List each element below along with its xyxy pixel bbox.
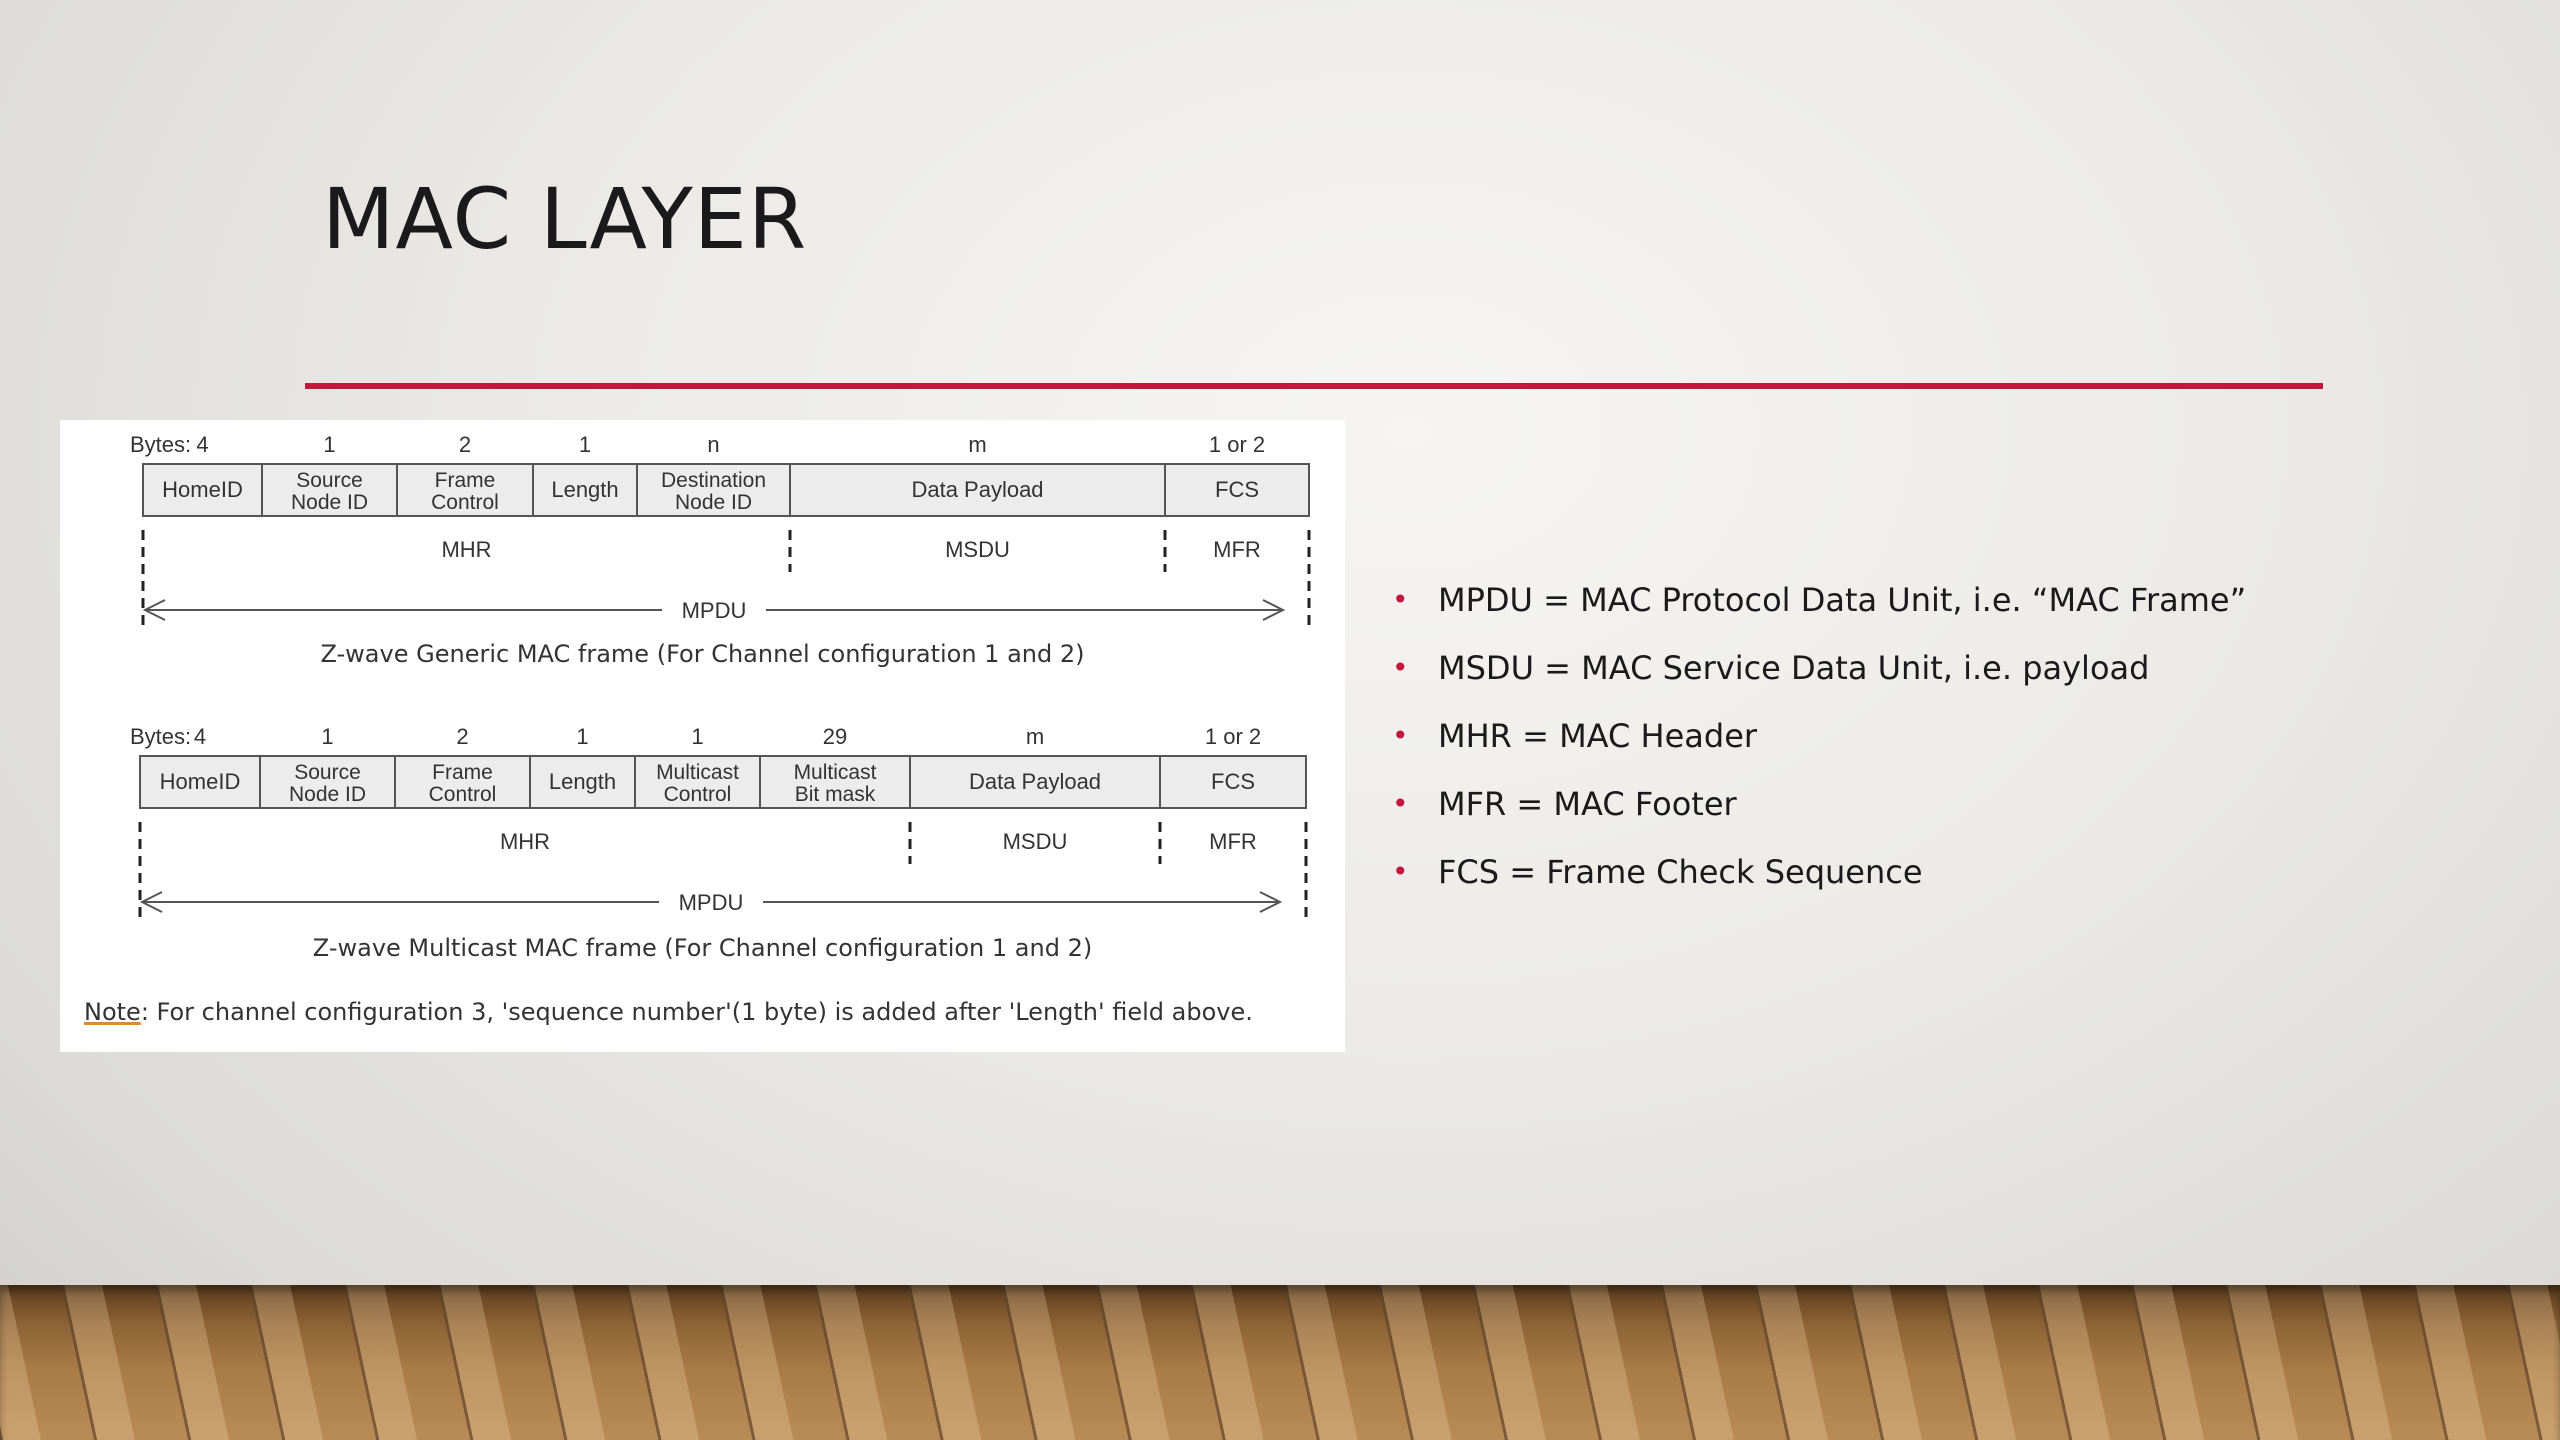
field-byte-size: m xyxy=(1026,724,1044,749)
frame-field-box xyxy=(394,755,531,809)
arrow-left-icon xyxy=(139,891,163,913)
generic-frame-caption: Z-wave Generic MAC frame (For Channel co… xyxy=(320,640,1085,668)
field-label: Source xyxy=(294,761,361,784)
wood-floor-background xyxy=(0,1285,2560,1440)
field-byte-size: 1 or 2 xyxy=(1205,724,1261,749)
definition-item: • MHR = MAC Header xyxy=(1388,706,2246,774)
field-label: Length xyxy=(551,477,618,502)
field-label: FCS xyxy=(1211,769,1255,794)
field-byte-size: n xyxy=(707,432,719,457)
slide-title: MAC LAYER xyxy=(322,170,808,268)
arrow-right-icon xyxy=(1259,891,1283,913)
field-label: Node ID xyxy=(291,491,368,514)
title-divider xyxy=(305,383,2323,389)
field-label: Node ID xyxy=(675,491,752,514)
definition-item: • FCS = Frame Check Sequence xyxy=(1388,842,2246,910)
arrow-left-icon xyxy=(142,599,166,621)
field-byte-size: 2 xyxy=(456,724,468,749)
field-label: HomeID xyxy=(162,477,243,502)
bytes-label: Bytes: xyxy=(130,432,191,457)
field-label: Data Payload xyxy=(969,769,1101,794)
field-byte-size: 2 xyxy=(459,432,471,457)
field-byte-size: 1 xyxy=(576,724,588,749)
field-label: Source xyxy=(296,469,363,492)
frame-field-box xyxy=(261,463,398,517)
definition-text: MFR = MAC Footer xyxy=(1438,785,1737,823)
field-byte-size: 1 or 2 xyxy=(1209,432,1265,457)
multicast-frame-caption: Z-wave Multicast MAC frame (For Channel … xyxy=(312,934,1093,962)
field-byte-size: 4 xyxy=(194,724,206,749)
bullet-icon: • xyxy=(1392,651,1409,684)
field-label: Control xyxy=(664,783,732,806)
frame-field-box xyxy=(1159,755,1307,809)
definition-list: • MPDU = MAC Protocol Data Unit, i.e. “MA… xyxy=(1388,570,2246,910)
field-label: Multicast xyxy=(794,761,877,784)
section-group-label: MHR xyxy=(441,537,491,562)
frame-field-box xyxy=(142,463,263,517)
frame-field-box xyxy=(139,755,261,809)
mpdu-span-label: MPDU xyxy=(679,890,744,915)
field-label: Control xyxy=(429,783,497,806)
field-label: HomeID xyxy=(160,769,241,794)
note-text: : For channel configuration 3, 'sequence… xyxy=(140,998,1253,1026)
field-label: Destination xyxy=(661,469,766,492)
arrow-right-icon xyxy=(1262,599,1286,621)
field-byte-size: 1 xyxy=(579,432,591,457)
frame-field-box xyxy=(789,463,1166,517)
frame-field-box xyxy=(634,755,761,809)
bullet-icon: • xyxy=(1392,583,1409,616)
note-label: Note xyxy=(84,998,141,1026)
definition-item: • MSDU = MAC Service Data Unit, i.e. payl… xyxy=(1388,638,2246,706)
channel-note: Note: For channel configuration 3, 'sequ… xyxy=(84,998,1253,1026)
section-group-label: MSDU xyxy=(1003,829,1068,854)
definition-text: MHR = MAC Header xyxy=(1438,717,1758,755)
frame-field-box xyxy=(396,463,534,517)
field-byte-size: 1 xyxy=(321,724,333,749)
frame-field-box xyxy=(759,755,911,809)
field-label: Length xyxy=(549,769,616,794)
field-byte-size: 4 xyxy=(196,432,208,457)
definition-item: • MFR = MAC Footer xyxy=(1388,774,2246,842)
section-group-label: MFR xyxy=(1209,829,1257,854)
frame-field-box xyxy=(909,755,1161,809)
frame-field-box xyxy=(259,755,396,809)
field-byte-size: 29 xyxy=(823,724,847,749)
field-byte-size: 1 xyxy=(691,724,703,749)
frame-field-box xyxy=(1164,463,1310,517)
bullet-icon: • xyxy=(1392,855,1409,888)
field-label: FCS xyxy=(1215,477,1259,502)
field-label: Data Payload xyxy=(911,477,1043,502)
frame-field-box xyxy=(529,755,636,809)
field-byte-size: m xyxy=(968,432,986,457)
definition-text: MSDU = MAC Service Data Unit, i.e. paylo… xyxy=(1438,649,2150,687)
definition-item: • MPDU = MAC Protocol Data Unit, i.e. “MA… xyxy=(1388,570,2246,638)
field-label: Frame xyxy=(435,469,496,492)
bullet-icon: • xyxy=(1392,719,1409,752)
section-group-label: MFR xyxy=(1213,537,1261,562)
section-group-label: MSDU xyxy=(945,537,1010,562)
definition-text: FCS = Frame Check Sequence xyxy=(1438,853,1923,891)
field-label: Node ID xyxy=(289,783,366,806)
field-label: Bit mask xyxy=(795,783,876,806)
field-label: Frame xyxy=(432,761,493,784)
definition-text: MPDU = MAC Protocol Data Unit, i.e. “MAC… xyxy=(1438,581,2247,619)
mpdu-span-label: MPDU xyxy=(682,598,747,623)
bullet-icon: • xyxy=(1392,787,1409,820)
field-label: Control xyxy=(431,491,499,514)
field-label: Multicast xyxy=(656,761,739,784)
field-byte-size: 1 xyxy=(323,432,335,457)
frame-field-box xyxy=(636,463,791,517)
section-group-label: MHR xyxy=(500,829,550,854)
bytes-label: Bytes: xyxy=(130,724,191,749)
